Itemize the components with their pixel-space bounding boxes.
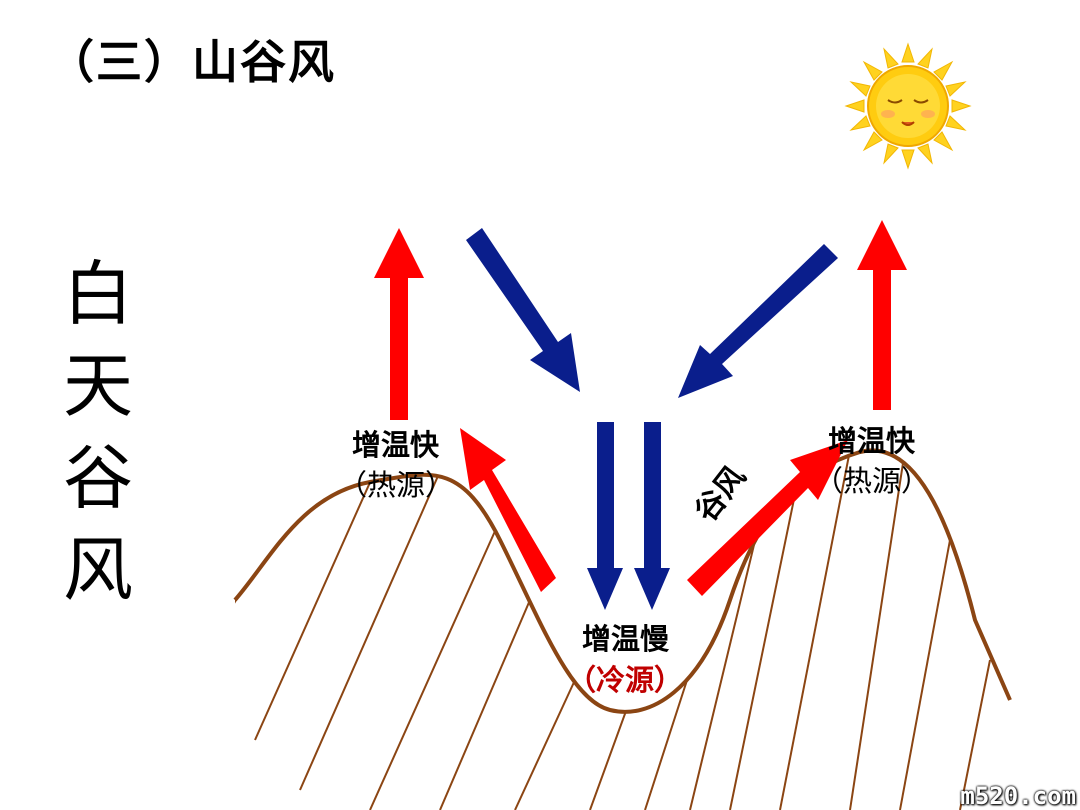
page-title: （三）山谷风 (48, 35, 336, 89)
valley-sinking-arrow-1 (587, 422, 623, 610)
right-rising-arrow (857, 220, 907, 410)
right-slope-arrow (687, 440, 848, 596)
left-slope-arrow (460, 428, 556, 592)
terrain-outline (233, 448, 1012, 714)
left-peak-sublabel: （热源） (338, 468, 455, 502)
side-title: 白 天 谷 风 (58, 248, 138, 616)
blue-arrows (466, 228, 838, 610)
terrain-hatching (235, 450, 991, 810)
red-arrows (374, 220, 907, 596)
right-descending-arrow (678, 244, 838, 398)
valley-label: 增温慢 (582, 622, 670, 656)
side-title-char: 天 (63, 345, 133, 427)
valley-sublabel: （冷源） (567, 663, 684, 697)
side-title-char: 风 (63, 529, 133, 611)
valley-sinking-arrow-2 (634, 422, 670, 610)
side-title-char: 白 (63, 253, 133, 335)
left-peak-label: 增温快 (352, 428, 440, 462)
left-rising-arrow (374, 228, 424, 420)
left-descending-arrow (466, 228, 580, 392)
right-peak-label: 增温快 (828, 424, 916, 458)
right-peak-sublabel: （热源） (814, 464, 931, 498)
side-title-char: 谷 (63, 437, 133, 519)
watermark: m520.com (960, 782, 1076, 810)
sun-face-icon (844, 42, 972, 170)
